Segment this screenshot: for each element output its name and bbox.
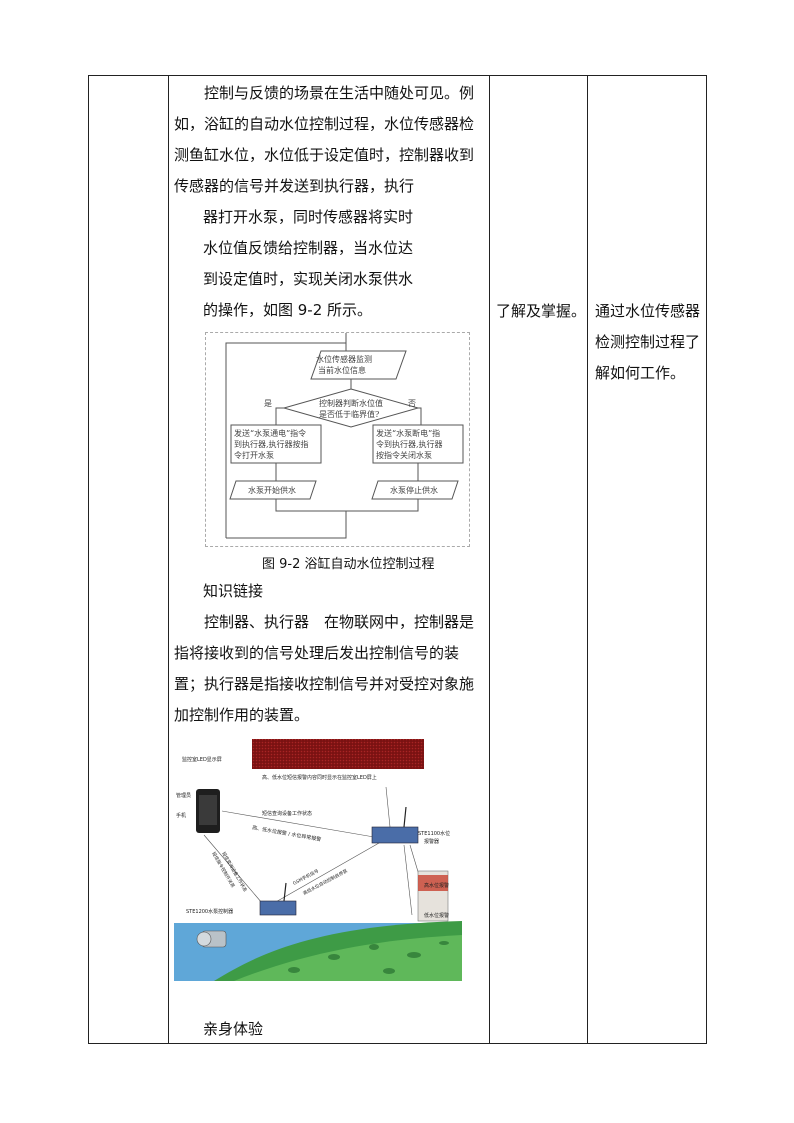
high-level-label: 高水位报警 — [424, 882, 449, 889]
paragraph-line: 器打开水泵，同时传感器将实时 — [203, 208, 414, 226]
flow-right-box-text: 发送“水泵断电”指 — [376, 428, 440, 438]
flow-right-box-text: 令到执行器,执行器 — [376, 439, 443, 449]
paragraph-line: 到设定值时，实现关闭水泵供水 — [203, 270, 414, 288]
lesson-table — [88, 75, 707, 1044]
phone-label: 管理员 — [176, 792, 191, 799]
experience-heading: 亲身体验 — [203, 1020, 264, 1038]
flow-left-box-text: 到执行器,执行器按指 — [234, 439, 309, 449]
flow-left-output-text: 水泵开始供水 — [248, 485, 296, 495]
message-label: 高、低水位报警 / 水位异常报警 — [252, 824, 322, 843]
knowledge-heading: 知识链接 — [203, 582, 264, 600]
signal-label: GSM手机信号 — [292, 867, 321, 887]
led-caption: 高、低水位短信报警内容同时显示在监控室LED屏上 — [262, 774, 377, 781]
signal-label: 高低水位自动控制启停泵 — [302, 867, 349, 897]
flow-yes-label: 是 — [264, 399, 272, 408]
flow-right-box-text: 按指令关闭水泵 — [376, 450, 432, 460]
flow-left-box-text: 发送“水泵通电”指令 — [234, 428, 306, 438]
alarm-device-label: 报警器 — [424, 838, 439, 845]
paragraph-intro: 控制与反馈的场景在生活中随处可见。例如，浴缸的自动水位控制过程，水位传感器检测鱼… — [174, 84, 475, 195]
learning-goal-text: 了解及掌握。 — [496, 302, 587, 320]
flow-step1-text: 当前水位信息 — [318, 365, 366, 375]
column-divider — [587, 76, 588, 1043]
flow-step1-text: 水位传感器监测 — [316, 354, 372, 364]
paragraph-line: 的操作，如图 9-2 所示。 — [203, 301, 373, 319]
flow-decision-text: 控制器判断水位值 — [319, 398, 383, 408]
paragraph-line: 水位值反馈给控制器，当水位达 — [203, 239, 414, 257]
led-screen-label: 监控室LED显示屏 — [182, 756, 222, 763]
knowledge-text: 控制器、执行器 在物联网中，控制器是指将接收到的信号处理后发出控制信号的装置；执… — [174, 613, 475, 724]
system-illustration: 监控室LED显示屏 高、低水位短信报警内容同时显示在监控室LED屏上 管理员 手… — [174, 735, 462, 981]
figure-caption: 图 9-2 浴缸自动水位控制过程 — [262, 557, 435, 572]
phone-label: 手机 — [176, 812, 186, 819]
flow-left-box-text: 令打开水泵 — [234, 450, 274, 460]
flowchart-figure: 水位传感器监测 当前水位信息 控制器判断水位值 是否低于临界值? 是 否 发送“… — [205, 332, 470, 547]
controller-label: STE1200水泵控制器 — [186, 908, 233, 915]
design-intent-text: 通过水位传感器检测控制过程了解如何工作。 — [595, 302, 701, 382]
column-divider — [168, 76, 169, 1043]
low-level-label: 低水位报警 — [424, 912, 449, 919]
flow-right-output-text: 水泵停止供水 — [390, 485, 438, 495]
alarm-device-label: STE1100水位 — [418, 830, 450, 837]
flow-decision-text: 是否低于临界值? — [319, 409, 379, 419]
flow-no-label: 否 — [408, 399, 416, 408]
column-divider — [489, 76, 490, 1043]
message-label: 短信查询设备工作状态 — [262, 810, 312, 817]
